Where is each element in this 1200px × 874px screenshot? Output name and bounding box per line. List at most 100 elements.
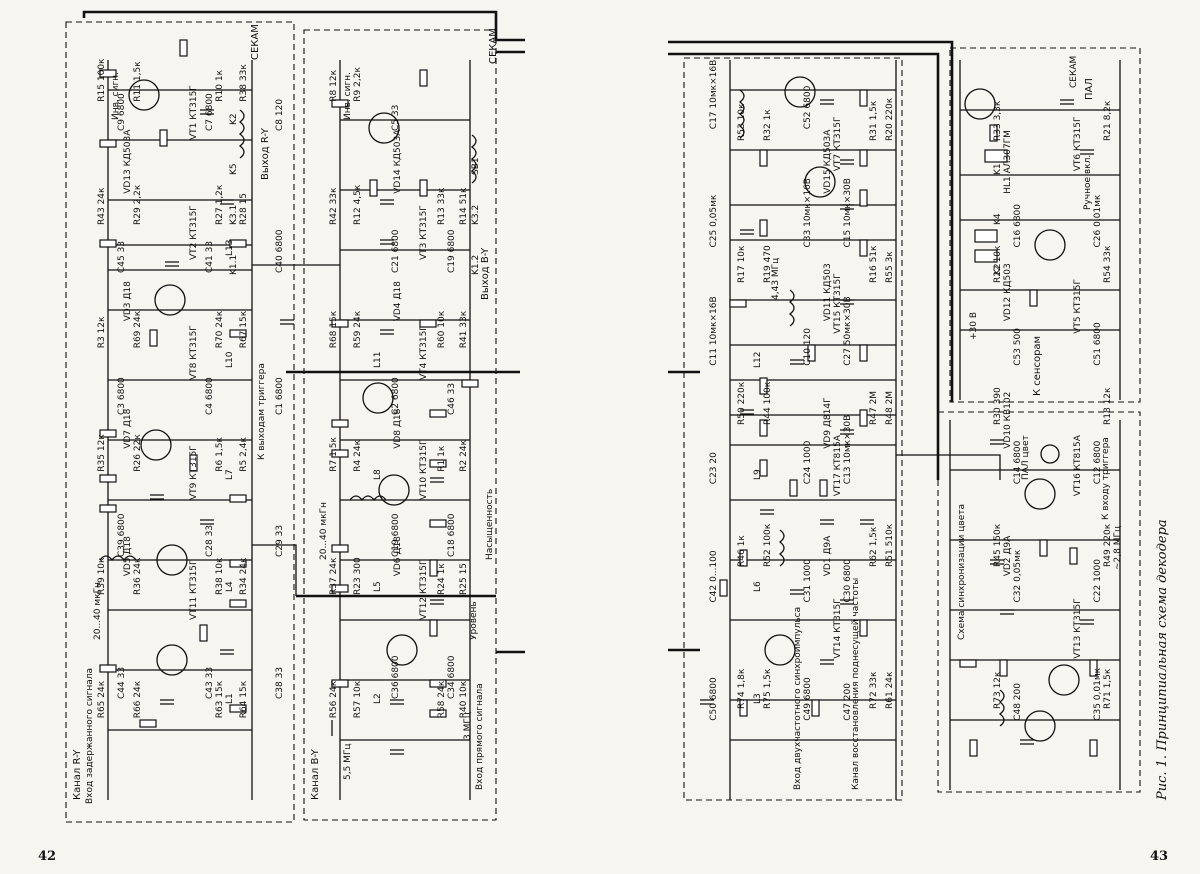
sync-input-text: Вход двухчастотного синхроимпульса [793, 607, 803, 790]
vt17-symbol [964, 88, 996, 120]
transistor-right-label: VT6 КТ315Г [1073, 117, 1083, 172]
capacitor-right-label: C49 6800 [803, 677, 813, 721]
capacitor-left-label: C9 6800 [117, 93, 127, 131]
diode-label: VD3 Д18 [123, 281, 133, 321]
diode-label: VD2 Д9А [1003, 535, 1013, 576]
inductor-label: L10 [225, 351, 235, 368]
capacitor-right-label: C22 1000 [1093, 559, 1103, 603]
ry-channel-label: Канал R-Y [72, 749, 83, 800]
capacitor-left-label: C8 120 [275, 99, 285, 131]
resistor-left-label: R68 15к [329, 310, 339, 348]
channel-restore-text: Канал восстановления поднесущей частоты [851, 578, 861, 790]
control-frame [949, 47, 1141, 403]
transistor-left-label: VT8 КТ315Г [189, 325, 199, 380]
resistor-left-label: R60 10к [437, 310, 447, 348]
resistor-left-label: R10 1к [215, 69, 225, 101]
resistor-right-label: R16 51к [869, 245, 879, 283]
resistor-left-label: R38 33к [239, 64, 249, 102]
diode-label: VD4 Д18 [393, 281, 403, 321]
level-text: Уровень [469, 601, 479, 640]
vt12-symbol [368, 112, 400, 144]
capacitor-right-label: C47 200 [843, 683, 853, 721]
diode-label: VD12 КД503 [1003, 263, 1013, 321]
resistor-left-label: R29 2,2к [133, 184, 143, 225]
capacitor-right-label: C53 500 [1013, 328, 1023, 366]
capacitor-right-label: C31 1000 [803, 559, 813, 603]
resistor-right-label: R54 33к [1103, 245, 1113, 283]
capacitor-left-label: C39 6800 [117, 513, 127, 557]
resistor-right-label: R19 470 [763, 245, 773, 283]
resistor-left-label: R9 2,2к [353, 67, 363, 102]
switch-label: K2 [229, 113, 239, 125]
resistor-right-label: R46 1к [737, 535, 747, 567]
resistor-right-label: R47 2М [869, 391, 879, 425]
capacitor-right-label: C24 1000 [803, 440, 813, 484]
inv-sign-ry-text: Инв. сигн. [111, 72, 121, 120]
resistor-left-label: R37 24к [329, 557, 339, 595]
resistor-left-label: R23 300 [353, 557, 363, 595]
to-sensors-text: К сенсорам [1032, 336, 1043, 396]
resistor-right-label: R62 1,5к [869, 526, 879, 567]
resistor-right-label: R53 10к [737, 103, 747, 141]
color-pal-text: ПАЛ цвет [1021, 435, 1031, 480]
resistor-left-label: R36 24к [133, 557, 143, 595]
by-channel-frame [303, 29, 497, 821]
diode-label: VD10 КВ102 [1003, 392, 1013, 449]
switch-label: K4 [993, 213, 1003, 225]
switch-label: SB1 [471, 157, 481, 175]
band-by-text: 20...40 мкГн [319, 502, 329, 560]
freq-55-text: 5,5 МГц [343, 743, 353, 780]
resistor-right-label: R48 2М [885, 391, 895, 425]
resistor-right-label: R30 390 [993, 387, 1003, 425]
diode-label: VD9 Д814Г [823, 397, 833, 448]
resistor-right-label: R45 150к [993, 523, 1003, 567]
ry-channel-frame [65, 21, 295, 823]
switch-label: K3.2 [471, 205, 481, 225]
coil-l10 [998, 689, 1005, 727]
capacitor-left-label: C19 6800 [447, 229, 457, 273]
resistor-right-label: R52 100к [763, 523, 773, 567]
out-by-text: Выход B-Y [480, 247, 491, 300]
plus30v-text: +30 В [969, 312, 979, 340]
resistor-right-label: R74 1,8к [737, 668, 747, 709]
resistor-right-label: R22 10к [993, 245, 1003, 283]
to-trigger-out-text: К выходам триггера [257, 363, 267, 460]
inv-sign-by-text: Инв. сигн. [343, 72, 353, 120]
resistor-left-label: R8 12к [329, 69, 339, 101]
capacitor-left-label: C28 33 [205, 525, 215, 557]
resistor-right-label: R61 24к [885, 671, 895, 709]
resistor-left-label: R5 2,4к [239, 437, 249, 472]
resistor-left-label: R43 24к [97, 187, 107, 225]
vt1-symbol [156, 644, 188, 676]
resistor-right-label: R31 1,5к [869, 100, 879, 141]
resistor-left-label: R26 22к [133, 434, 143, 472]
capacitor-left-label: C18 6800 [447, 513, 457, 557]
sync-frame [937, 411, 1141, 793]
freq-3-text: 3 МГц [463, 712, 473, 740]
resistor-right-label: R17 10к [737, 245, 747, 283]
capacitor-right-label: C42 0...100 [709, 550, 719, 602]
resistor-left-label: R41 33к [459, 310, 469, 348]
resistor-left-label: R24 1к [437, 563, 447, 595]
switch-label: K1.1 [229, 255, 239, 275]
diode-label: HL1 АЛ307ГМ [1003, 130, 1013, 194]
figure-caption: Рис. 1. Принципиальная схема декодера [1155, 519, 1170, 801]
resistor-left-label: R59 24к [353, 310, 363, 348]
diode-label: VD7 Д18 [123, 408, 133, 448]
vt8-symbol [140, 429, 172, 461]
vt6-symbol [1024, 710, 1056, 742]
capacitor-right-label: C52 6800 [803, 85, 813, 129]
secam-right-text: СЕКАМ [1069, 56, 1079, 88]
resistor-left-label: R34 24к [239, 557, 249, 595]
capacitor-right-label: C14 6800 [1013, 440, 1023, 484]
switch-label: K3.1 [229, 205, 239, 225]
capacitor-left-label: C36 6800 [391, 655, 401, 699]
channel-ry-text: Канал R-Y [72, 749, 83, 800]
resistor-left-label: R7 1,5к [329, 437, 339, 472]
resistor-left-label: R27 1,2к [215, 184, 225, 225]
capacitor-left-label: C43 33 [205, 667, 215, 699]
delayed-input-text: Вход задержанного сигнала [85, 668, 95, 804]
inductor-label: L6 [753, 581, 763, 592]
